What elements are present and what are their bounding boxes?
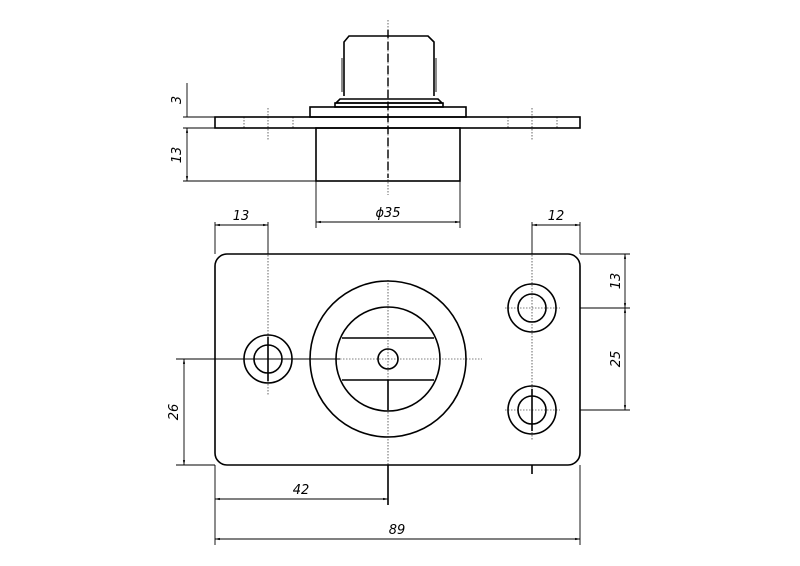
- dim-label-left-hole-height: 26: [167, 404, 182, 421]
- dim-label-flange-thickness: 3: [170, 96, 185, 104]
- dim-label-right-hole-top-offset: 13: [609, 273, 624, 290]
- front-view: 3 13 ϕ35: [170, 20, 581, 228]
- dim-label-boss-height: 13: [170, 147, 185, 164]
- dim-label-right-hole-offset: 12: [548, 209, 565, 224]
- dim-label-left-hole-offset: 13: [233, 209, 250, 224]
- dim-label-right-holes-spacing: 25: [609, 351, 624, 368]
- flange-plate: [214, 116, 581, 129]
- dim-label-center-offset: 42: [293, 483, 310, 498]
- dim-label-overall-length: 89: [389, 523, 406, 538]
- top-view: 13 12: [167, 209, 630, 545]
- cap-outline: [343, 35, 435, 96]
- dim-label-boss-diameter: ϕ35: [375, 206, 400, 221]
- base-plate: [214, 253, 581, 466]
